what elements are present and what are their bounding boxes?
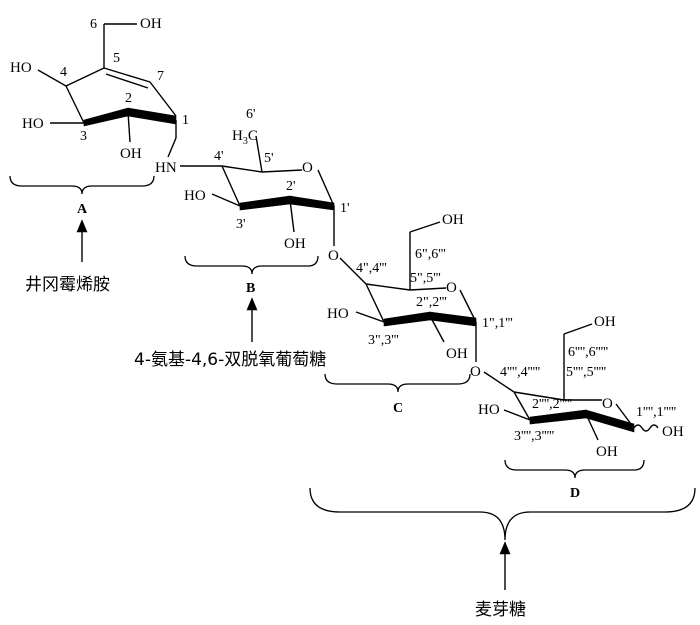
- brace-b: [184, 255, 319, 275]
- brace-a: [9, 175, 155, 195]
- name-valienamine: 井冈霉烯胺: [25, 275, 110, 295]
- arrow-b-head: [246, 297, 258, 311]
- name-sugar-b: 4-氨基-4,6-双脱氧葡萄糖: [134, 350, 326, 370]
- oh-atom: OH: [284, 236, 306, 252]
- atom-number: 4': [214, 149, 224, 164]
- oh-atom: OH: [596, 444, 618, 460]
- atom-number: 2': [286, 179, 296, 194]
- arrow-a-head: [76, 219, 88, 233]
- ring-b: [180, 135, 335, 246]
- oh-atom: OH: [662, 424, 684, 440]
- atom-number: 1'''',1''''': [636, 405, 676, 420]
- atom-number: 4'''',4''''': [500, 365, 540, 380]
- atom-number: 6'''',6''''': [568, 345, 608, 360]
- atom-number: 1",1''': [482, 316, 513, 331]
- brace-d: [504, 459, 645, 479]
- ho-atom: HO: [10, 60, 32, 76]
- o-link-atom: O: [470, 364, 481, 380]
- atom-number: 5: [113, 51, 120, 66]
- ho-atom: HO: [478, 402, 500, 418]
- oh-atom: OH: [140, 16, 162, 32]
- atom-number: 1: [182, 113, 189, 128]
- ho-atom: HO: [22, 116, 44, 132]
- ring-label-d: D: [570, 486, 580, 501]
- ho-atom: HO: [184, 188, 206, 204]
- brace-maltose: [309, 487, 696, 541]
- oh-atom: OH: [594, 314, 616, 330]
- ho-atom: HO: [327, 306, 349, 322]
- atom-number: 5': [264, 151, 274, 166]
- atom-number: 5'''',5''''': [566, 365, 606, 380]
- atom-number: 5",5''': [410, 271, 441, 286]
- o-atom: O: [446, 280, 457, 296]
- ring-label-a: A: [77, 202, 88, 217]
- ring-c: [339, 221, 477, 362]
- atom-number: 6",6''': [415, 247, 446, 262]
- atom-number: 3",3''': [368, 333, 399, 348]
- o-link-atom: O: [328, 248, 339, 264]
- methyl-group: H3C: [232, 128, 258, 147]
- brace-c: [324, 373, 471, 393]
- arrow-maltose-head: [499, 541, 511, 555]
- atom-number: 3': [236, 217, 246, 232]
- atom-number: 3: [80, 129, 87, 144]
- atom-number: 2'''',2''''': [532, 397, 572, 412]
- o-atom: O: [302, 160, 313, 176]
- nh-atom: HN: [155, 160, 177, 176]
- ring-d: [483, 323, 659, 441]
- atom-number: 7: [157, 69, 164, 84]
- ring-label-c: C: [393, 401, 403, 416]
- atom-number: 2: [125, 91, 132, 106]
- oh-atom: OH: [446, 346, 468, 362]
- atom-number: 3'''',3''''': [514, 429, 554, 444]
- oh-atom: OH: [442, 212, 464, 228]
- atom-number: 1': [340, 201, 350, 216]
- name-maltose: 麦芽糖: [475, 600, 526, 620]
- atom-number: 4: [60, 65, 67, 80]
- atom-number: 6': [246, 107, 256, 122]
- ring-a: [37, 23, 177, 158]
- atom-number: 6: [90, 17, 97, 32]
- atom-number: 2",2''': [416, 295, 447, 310]
- o-atom: O: [602, 396, 613, 412]
- ring-label-b: B: [246, 281, 255, 296]
- atom-number: 4",4''': [356, 261, 387, 276]
- oh-atom: OH: [120, 146, 142, 162]
